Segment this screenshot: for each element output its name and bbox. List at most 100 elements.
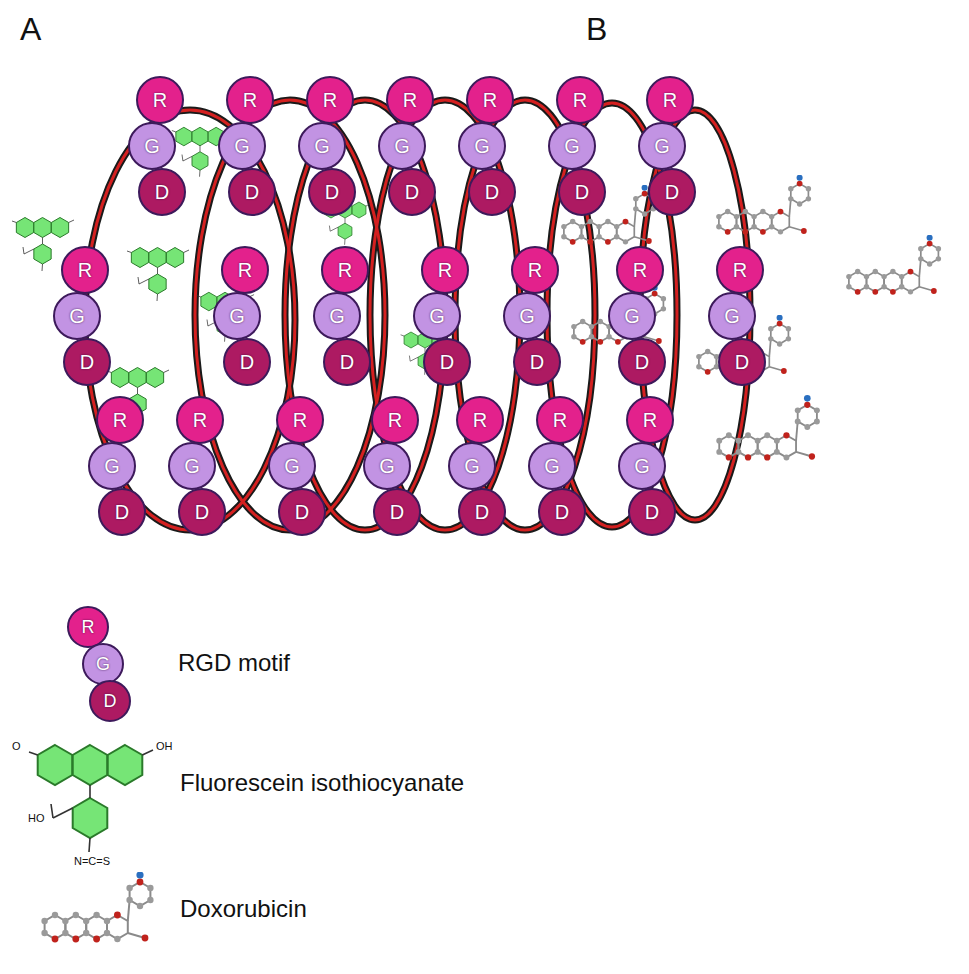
residue-letter: G (624, 306, 640, 326)
arginine-circle: R (321, 246, 369, 294)
residue-letter: D (325, 182, 339, 202)
aspartate-circle: D (308, 168, 356, 216)
glycine-circle: G (82, 643, 124, 685)
residue-letter: D (240, 352, 254, 372)
residue-letter: D (575, 182, 589, 202)
glycine-circle: G (503, 292, 551, 340)
residue-letter: D (485, 182, 499, 202)
residue-letter: R (78, 260, 92, 280)
carrier-rings (85, 100, 750, 530)
arginine-circle: R (646, 76, 694, 124)
legend-text: Fluorescein isothiocyanate (180, 770, 464, 796)
residue-letter: G (724, 306, 740, 326)
aspartate-circle: D (423, 338, 471, 386)
aspartate-circle: D (138, 168, 186, 216)
glycine-circle: G (528, 442, 576, 490)
glycine-circle: G (608, 292, 656, 340)
glycine-circle: G (638, 122, 686, 170)
residue-letter: D (645, 502, 659, 522)
aspartate-circle: D (538, 488, 586, 536)
residue-letter: G (379, 456, 395, 476)
arginine-circle: R (536, 396, 584, 444)
residue-letter: D (245, 182, 259, 202)
aspartate-circle: D (468, 168, 516, 216)
arginine-circle: R (61, 246, 109, 294)
residue-letter: R (473, 410, 487, 430)
residue-letter: R (733, 260, 747, 280)
arginine-circle: R (386, 76, 434, 124)
glycine-circle: G (298, 122, 346, 170)
residue-letter: G (329, 306, 345, 326)
glycine-circle: G (268, 442, 316, 490)
glycine-circle: G (458, 122, 506, 170)
arginine-circle: R (371, 396, 419, 444)
legend-text: RGD motif (178, 650, 290, 676)
glycine-circle: G (128, 122, 176, 170)
aspartate-circle: D (63, 338, 111, 386)
arginine-circle: R (96, 396, 144, 444)
aspartate-circle: D (458, 488, 506, 536)
legend-text: Doxorubicin (180, 896, 307, 922)
residue-letter: D (155, 182, 169, 202)
residue-letter: D (195, 502, 209, 522)
aspartate-circle: D (278, 488, 326, 536)
arginine-circle: R (276, 396, 324, 444)
residue-letter: G (464, 456, 480, 476)
residue-letter: D (80, 352, 94, 372)
aspartate-circle: D (373, 488, 421, 536)
residue-letter: G (654, 136, 670, 156)
aspartate-circle: D (618, 338, 666, 386)
legend-structures (29, 745, 154, 942)
arginine-circle: R (716, 246, 764, 294)
residue-letter: D (635, 352, 649, 372)
residue-letter: D (115, 502, 129, 522)
arginine-circle: R (176, 396, 224, 444)
glycine-circle: G (618, 442, 666, 490)
glycine-circle: G (363, 442, 411, 490)
atom-label: N=C=S (74, 855, 110, 867)
aspartate-circle: D (513, 338, 561, 386)
panel-label: B (586, 12, 607, 47)
residue-letter: G (474, 136, 490, 156)
residue-letter: R (338, 260, 352, 280)
residue-letter: G (184, 456, 200, 476)
arginine-circle: R (221, 246, 269, 294)
arginine-circle: R (456, 396, 504, 444)
atom-label: HO (28, 812, 45, 824)
residue-letter: D (340, 352, 354, 372)
residue-letter: R (573, 90, 587, 110)
arginine-circle: R (626, 396, 674, 444)
arginine-circle: R (511, 246, 559, 294)
aspartate-circle: D (223, 338, 271, 386)
residue-letter: G (634, 456, 650, 476)
residue-letter: G (394, 136, 410, 156)
residue-letter: R (388, 410, 402, 430)
residue-letter: G (229, 306, 245, 326)
residue-letter: R (403, 90, 417, 110)
residue-letter: R (323, 90, 337, 110)
fitc-molecules (12, 127, 450, 421)
aspartate-circle: D (98, 488, 146, 536)
aspartate-circle: D (718, 338, 766, 386)
residue-letter: G (234, 136, 250, 156)
residue-letter: R (193, 410, 207, 430)
residue-letter: G (96, 655, 110, 673)
residue-letter: R (153, 90, 167, 110)
residue-letter: G (284, 456, 300, 476)
residue-letter: D (104, 692, 117, 710)
aspartate-circle: D (558, 168, 606, 216)
arginine-circle: R (616, 246, 664, 294)
arginine-circle: R (67, 606, 109, 648)
residue-letter: R (663, 90, 677, 110)
glycine-circle: G (448, 442, 496, 490)
glycine-circle: G (708, 292, 756, 340)
arginine-circle: R (556, 76, 604, 124)
doxorubicin-molecules (561, 175, 941, 461)
aspartate-circle: D (323, 338, 371, 386)
arginine-circle: R (136, 76, 184, 124)
atom-label: O (12, 740, 21, 752)
arginine-circle: R (466, 76, 514, 124)
residue-letter: G (69, 306, 85, 326)
residue-letter: G (104, 456, 120, 476)
